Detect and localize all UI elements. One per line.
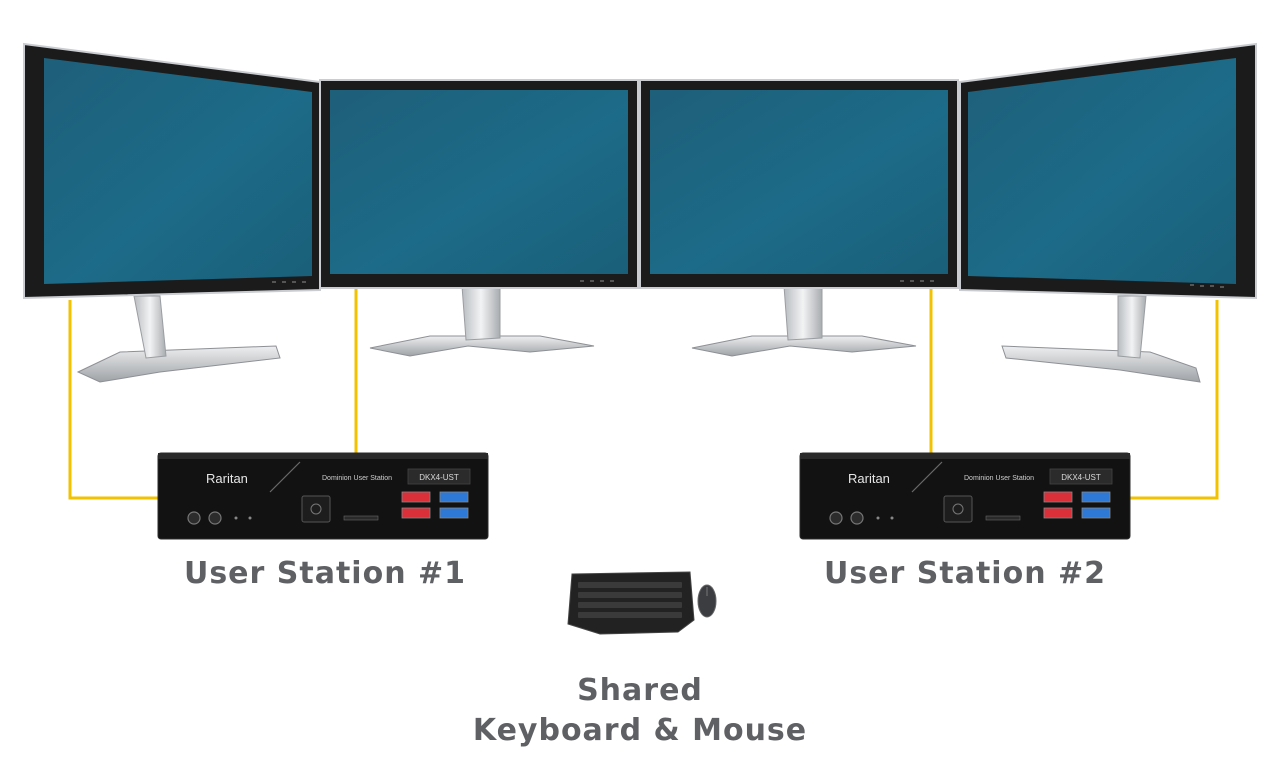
monitor-icon <box>900 280 934 282</box>
usb-icon <box>401 491 469 519</box>
user-station-1-unit: Raritan Dominion User Station DKX4-UST <box>157 452 489 540</box>
monitor-3 <box>639 79 959 289</box>
monitor-stands <box>76 285 1201 383</box>
station-1-model: DKX4-UST <box>419 473 459 482</box>
shared-label-line2: Keyboard & Mouse <box>472 713 808 748</box>
usb-icon <box>1043 491 1111 519</box>
monitor-4 <box>959 42 1257 300</box>
cables <box>68 287 1219 500</box>
monitor-2 <box>319 79 639 289</box>
station-2-model: DKX4-UST <box>1061 473 1101 482</box>
keyboard-icon <box>567 571 695 635</box>
monitor-icon <box>272 281 306 283</box>
monitor-1 <box>23 42 321 300</box>
station-1-audio-ports <box>187 511 252 525</box>
mouse-icon <box>697 584 717 618</box>
cable-station1-left <box>68 300 160 500</box>
cable-station2-right <box>1129 300 1219 500</box>
power-icon <box>943 495 973 523</box>
station-1-product: Dominion User Station <box>322 475 392 482</box>
power-icon <box>301 495 331 523</box>
station-2-audio-ports <box>829 511 894 525</box>
user-station-2-unit: Raritan Dominion User Station DKX4-UST <box>799 452 1131 540</box>
station-1-brand: Raritan <box>206 471 248 486</box>
station-2-label: User Station #2 <box>823 556 1107 591</box>
station-2-brand: Raritan <box>848 471 890 486</box>
shared-label-line1: Shared <box>577 673 703 708</box>
monitor-icon <box>1190 284 1224 288</box>
station-2-product: Dominion User Station <box>964 475 1034 482</box>
station-1-label: User Station #1 <box>183 556 467 591</box>
monitor-icon <box>580 280 614 282</box>
